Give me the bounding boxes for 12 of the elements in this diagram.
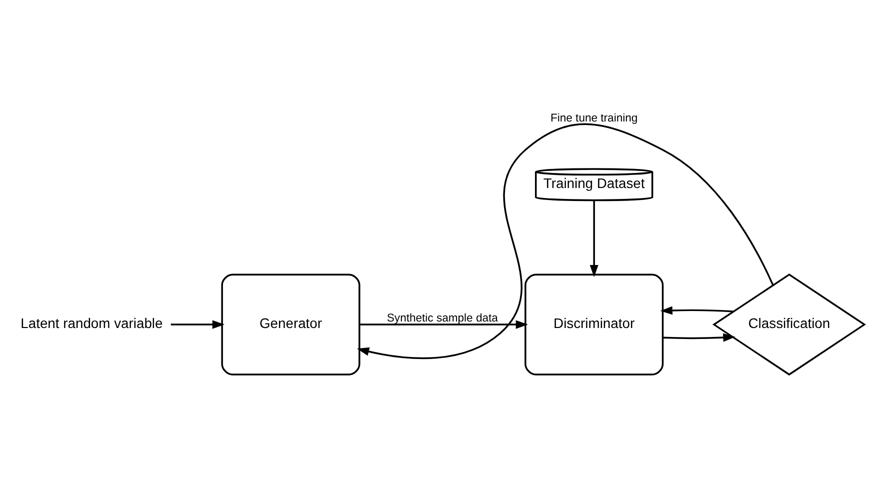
edge-label: Synthetic sample data <box>386 312 498 324</box>
node-box: Discriminator <box>524 274 664 376</box>
arrow <box>170 320 225 329</box>
node-text: Latent random variable <box>20 314 163 331</box>
arrow <box>662 333 736 342</box>
node-diamond: Classification <box>712 274 866 376</box>
arrow <box>360 320 528 329</box>
arrow <box>660 306 734 315</box>
arrow <box>356 123 774 360</box>
edge-label: Fine tune training <box>550 112 638 125</box>
node-box: Generator <box>221 274 360 376</box>
arrow <box>590 200 598 278</box>
